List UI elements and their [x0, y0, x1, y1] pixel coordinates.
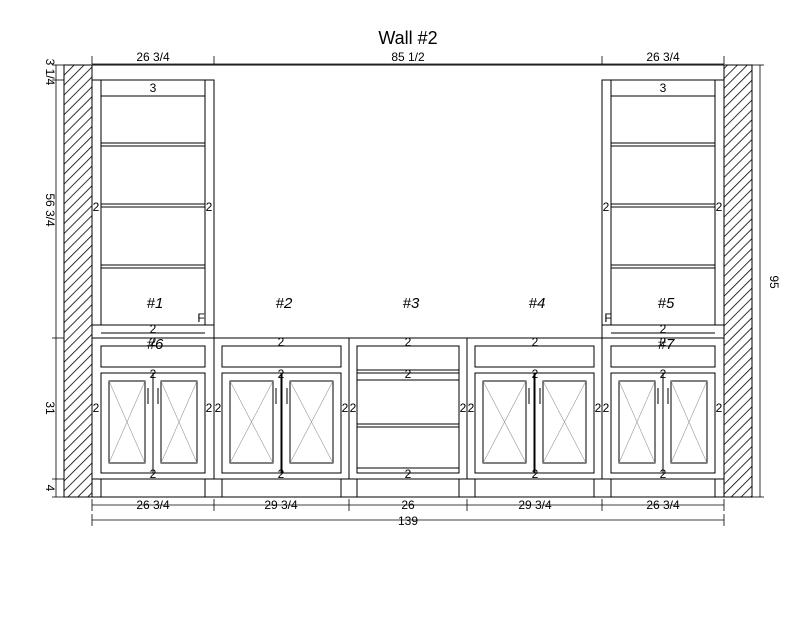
base-stile-l-6: 2 [93, 401, 100, 415]
dim-top-left: 26 3/4 [136, 50, 170, 64]
base-cabinet-run [91, 337, 725, 498]
base-rail-top-2: 2 [278, 335, 285, 349]
dim-bottom-4: 29 3/4 [518, 498, 552, 512]
base-rail-bot-6: 2 [150, 467, 157, 481]
cabinet-label-4: #4 [529, 295, 546, 312]
base-cabinet-3 [356, 345, 460, 474]
base-rail-bot-3: 2 [405, 467, 412, 481]
cabinet-label-7: #7 [658, 336, 675, 353]
base-rail-mid-3: 2 [405, 367, 412, 381]
right-dimension-line [752, 64, 764, 498]
base-rail-top-4: 2 [532, 335, 539, 349]
base-rail-bot-2: 2 [278, 467, 285, 481]
filler-label-right: F [604, 311, 611, 325]
dim-top-center: 85 1/2 [391, 50, 425, 64]
base-rail-bot-7: 2 [660, 467, 667, 481]
base-rail-top-7: 2 [660, 335, 667, 349]
dim-base-height: 31 [43, 401, 57, 415]
base-rail-mid-7: 2 [660, 367, 667, 381]
base-rail-bot-4: 2 [532, 467, 539, 481]
dim-overall-width: 139 [398, 514, 418, 528]
dim-crown-height: 3 1/4 [43, 59, 57, 86]
upper-left-stile-r: 2 [206, 200, 213, 214]
upper-left-top-rail: 3 [150, 81, 157, 95]
base-stile-r-7: 2 [716, 401, 723, 415]
left-wall [63, 64, 93, 498]
upper-left-stile-l: 2 [93, 200, 100, 214]
upper-right-bottom-rail: 2 [660, 322, 667, 336]
top-dimension-line [91, 56, 725, 65]
upper-left-bottom-rail: 2 [150, 322, 157, 336]
upper-right-top-rail: 3 [660, 81, 667, 95]
upper-right-stile-r: 2 [716, 200, 723, 214]
dim-bottom-3: 26 [401, 498, 415, 512]
base-stile-r-2: 2 [342, 401, 349, 415]
base-rail-top-6: 2 [150, 335, 157, 349]
drawing-title: Wall #2 [378, 28, 437, 48]
filler-label-left: F [197, 311, 204, 325]
base-rail-top-3: 2 [405, 335, 412, 349]
bottom-dimension-lines [91, 499, 725, 526]
cabinet-label-5: #5 [658, 295, 675, 312]
dim-upper-height: 56 3/4 [43, 193, 57, 227]
dim-bottom-1: 26 3/4 [136, 498, 170, 512]
base-stile-l-2: 2 [215, 401, 222, 415]
dim-bottom-5: 26 3/4 [646, 498, 680, 512]
right-wall [723, 64, 753, 498]
base-rail-mid-6: 2 [150, 367, 157, 381]
base-stile-r-6: 2 [206, 401, 213, 415]
cabinet-label-1: #1 [147, 295, 164, 312]
base-cabinet-2 [221, 345, 342, 474]
dim-toe-kick: 4 [43, 485, 57, 492]
dim-bottom-2: 29 3/4 [264, 498, 298, 512]
base-cabinet-4 [474, 345, 595, 474]
cabinet-label-2: #2 [276, 295, 293, 312]
left-dimension-line [52, 64, 64, 498]
dim-top-right: 26 3/4 [646, 50, 680, 64]
base-cabinet-6 [100, 345, 206, 474]
base-stile-l-7: 2 [603, 401, 610, 415]
cabinet-label-6: #6 [147, 336, 164, 353]
base-stile-l-4: 2 [468, 401, 475, 415]
base-rail-mid-4: 2 [532, 367, 539, 381]
upper-right-stile-l: 2 [603, 200, 610, 214]
cabinet-label-3: #3 [403, 295, 420, 312]
base-stile-r-4: 2 [595, 401, 602, 415]
base-rail-mid-2: 2 [278, 367, 285, 381]
dim-overall-height: 95 [767, 275, 781, 289]
base-cabinet-7 [610, 345, 716, 474]
base-stile-l-3: 2 [350, 401, 357, 415]
upper-cabinet-right [601, 79, 725, 339]
base-stile-r-3: 2 [460, 401, 467, 415]
